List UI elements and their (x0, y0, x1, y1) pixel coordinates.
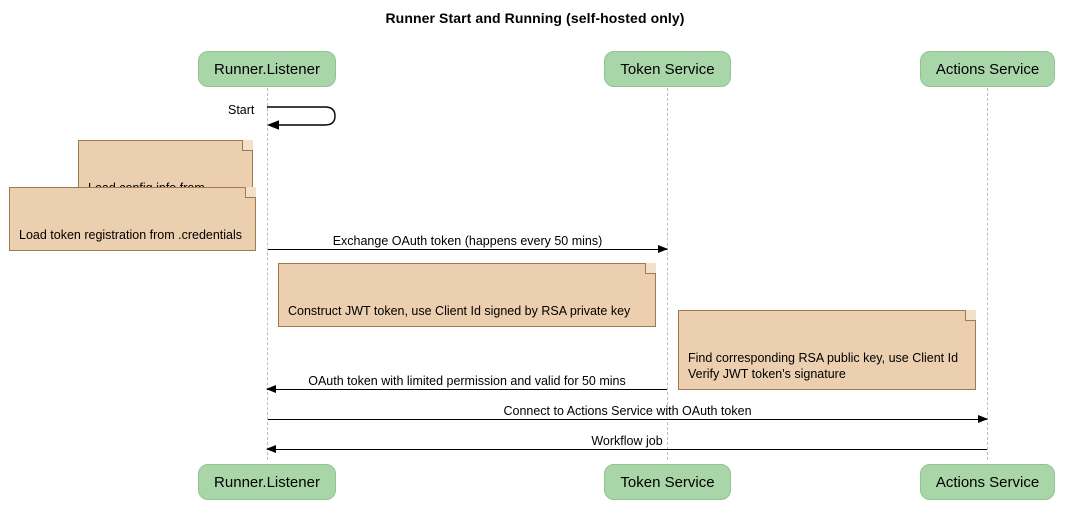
participant-label: Actions Service (935, 473, 1040, 491)
note-construct-jwt: Construct JWT token, use Client Id signe… (278, 263, 656, 327)
arrow-head-right-icon (658, 245, 668, 253)
message-workflow-job (266, 445, 987, 453)
page-title: Runner Start and Running (self-hosted on… (385, 10, 685, 26)
arrow-head-left-icon (266, 385, 276, 393)
note-text: Load token registration from .credential… (19, 228, 243, 242)
message-oauth-token-returned (266, 385, 667, 393)
participant-token-service-bottom[interactable]: Token Service (604, 464, 731, 500)
message-connect-actions-service (268, 415, 988, 423)
self-message-arrow-path (267, 106, 336, 126)
note-fold-corner-icon (965, 310, 976, 321)
participant-runner-listener-top[interactable]: Runner.Listener (198, 51, 336, 87)
note-fold-corner-icon (645, 263, 656, 274)
message-label-connect-actions-service: Connect to Actions Service with OAuth to… (503, 404, 752, 418)
note-text: Find corresponding RSA public key, use C… (688, 351, 959, 381)
arrow-head-right-icon (978, 415, 988, 423)
arrow-head-left-icon (266, 445, 276, 453)
participant-runner-listener-bottom[interactable]: Runner.Listener (198, 464, 336, 500)
participant-label: Runner.Listener (214, 473, 320, 491)
note-fold-corner-icon (242, 140, 253, 151)
lifeline-token-service (667, 88, 668, 460)
note-text: Construct JWT token, use Client Id signe… (288, 304, 631, 318)
note-load-token-registration: Load token registration from .credential… (9, 187, 256, 251)
participant-token-service-top[interactable]: Token Service (604, 51, 731, 87)
note-verify-jwt: Find corresponding RSA public key, use C… (678, 310, 976, 390)
participant-label: Token Service (620, 473, 715, 491)
message-label-workflow-job: Workflow job (591, 434, 663, 448)
note-fold-corner-icon (245, 187, 256, 198)
message-exchange-oauth-token (268, 245, 668, 253)
lifeline-runner-listener (267, 88, 268, 460)
self-message-label-start: Start (228, 103, 255, 117)
participant-label: Runner.Listener (214, 60, 320, 78)
message-label-exchange-oauth-token: Exchange OAuth token (happens every 50 m… (332, 234, 603, 248)
participant-label: Token Service (620, 60, 715, 78)
participant-actions-service-top[interactable]: Actions Service (920, 51, 1055, 87)
self-message-arrow-head (267, 120, 279, 130)
participant-actions-service-bottom[interactable]: Actions Service (920, 464, 1055, 500)
message-label-oauth-token-returned: OAuth token with limited permission and … (308, 374, 626, 388)
self-message-start (267, 103, 347, 135)
participant-label: Actions Service (935, 60, 1040, 78)
lifeline-actions-service (987, 88, 988, 460)
